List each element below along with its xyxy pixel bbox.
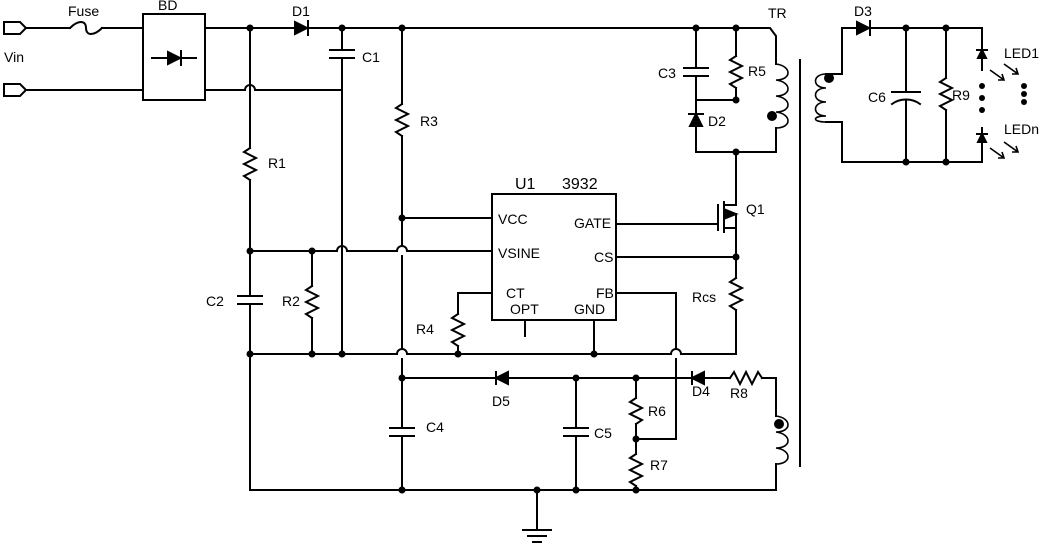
r6-label: R6 (648, 403, 666, 419)
r3-label: R3 (420, 113, 438, 129)
transformer-tr-secondary (814, 27, 858, 163)
bridge-rectifier-bd (142, 13, 206, 101)
d1-label: D1 (292, 3, 310, 19)
diode-d5 (493, 370, 509, 386)
transformer-tr-primary (735, 27, 789, 153)
c4-label: C4 (426, 419, 444, 435)
resistor-r3 (393, 102, 411, 138)
input-terminals (3, 21, 144, 97)
led-string (976, 27, 1027, 163)
r4-label: R4 (416, 321, 434, 337)
pin-vsine-label: VSINE (498, 245, 540, 261)
r2-label: R2 (282, 293, 300, 309)
d3-label: D3 (854, 3, 872, 19)
fuse-symbol (68, 21, 144, 35)
c2-label: C2 (206, 293, 224, 309)
c5-label: C5 (594, 425, 612, 441)
rcs-label: Rcs (692, 289, 716, 305)
resistor-r1 (241, 146, 259, 182)
r8-label: R8 (730, 385, 748, 401)
ledn-label: LEDn (1004, 121, 1039, 137)
q1-label: Q1 (746, 201, 765, 217)
pin-cs-label: CS (594, 249, 613, 265)
pin-vcc-label: VCC (498, 211, 528, 227)
c6-label: C6 (868, 89, 886, 105)
c3-label: C3 (658, 65, 676, 81)
resistor-r5 (727, 54, 745, 90)
capacitor-c3 (683, 61, 709, 101)
d5-label: D5 (492, 393, 510, 409)
capacitor-c1 (329, 27, 355, 355)
pin-gate-label: GATE (574, 215, 611, 231)
r5-label: R5 (748, 63, 766, 79)
pin-fb-label: FB (596, 285, 614, 301)
capacitor-c5 (563, 377, 589, 491)
resistor-r9 (937, 76, 955, 112)
capacitor-c6 (890, 27, 922, 163)
resistor-r2 (303, 250, 321, 355)
transformer-tr-aux-winding (774, 415, 789, 491)
vin-label: Vin (4, 49, 24, 65)
diode-d3 (856, 20, 872, 36)
r9-label: R9 (952, 87, 970, 103)
u1-label: U1 (515, 176, 536, 193)
c1-label: C1 (362, 49, 380, 65)
resistor-r4 (449, 312, 467, 348)
junction-dots (246, 24, 950, 494)
led1-label: LED1 (1004, 45, 1039, 61)
mosfet-q1 (717, 201, 739, 233)
capacitor-c4 (389, 425, 415, 491)
pin-ct-label: CT (506, 285, 525, 301)
diode-d2 (688, 99, 704, 153)
pin-gnd-label: GND (574, 301, 605, 317)
resistor-r6 (627, 396, 645, 426)
ground-symbol (522, 489, 552, 543)
u1-part-label: 3932 (562, 176, 598, 193)
r1-label: R1 (268, 155, 286, 171)
diode-d1 (294, 20, 310, 36)
tr-label: TR (768, 5, 787, 21)
bd-label: BD (158, 0, 177, 13)
resistor-r7 (627, 452, 645, 488)
resistor-rcs (727, 276, 745, 312)
d4-label: D4 (692, 383, 710, 399)
d2-label: D2 (708, 113, 726, 129)
capacitor-c2 (237, 289, 263, 491)
pin-opt-label: OPT (510, 301, 539, 317)
r7-label: R7 (650, 457, 668, 473)
fuse-label: Fuse (68, 3, 99, 19)
resistor-r8 (728, 369, 764, 387)
